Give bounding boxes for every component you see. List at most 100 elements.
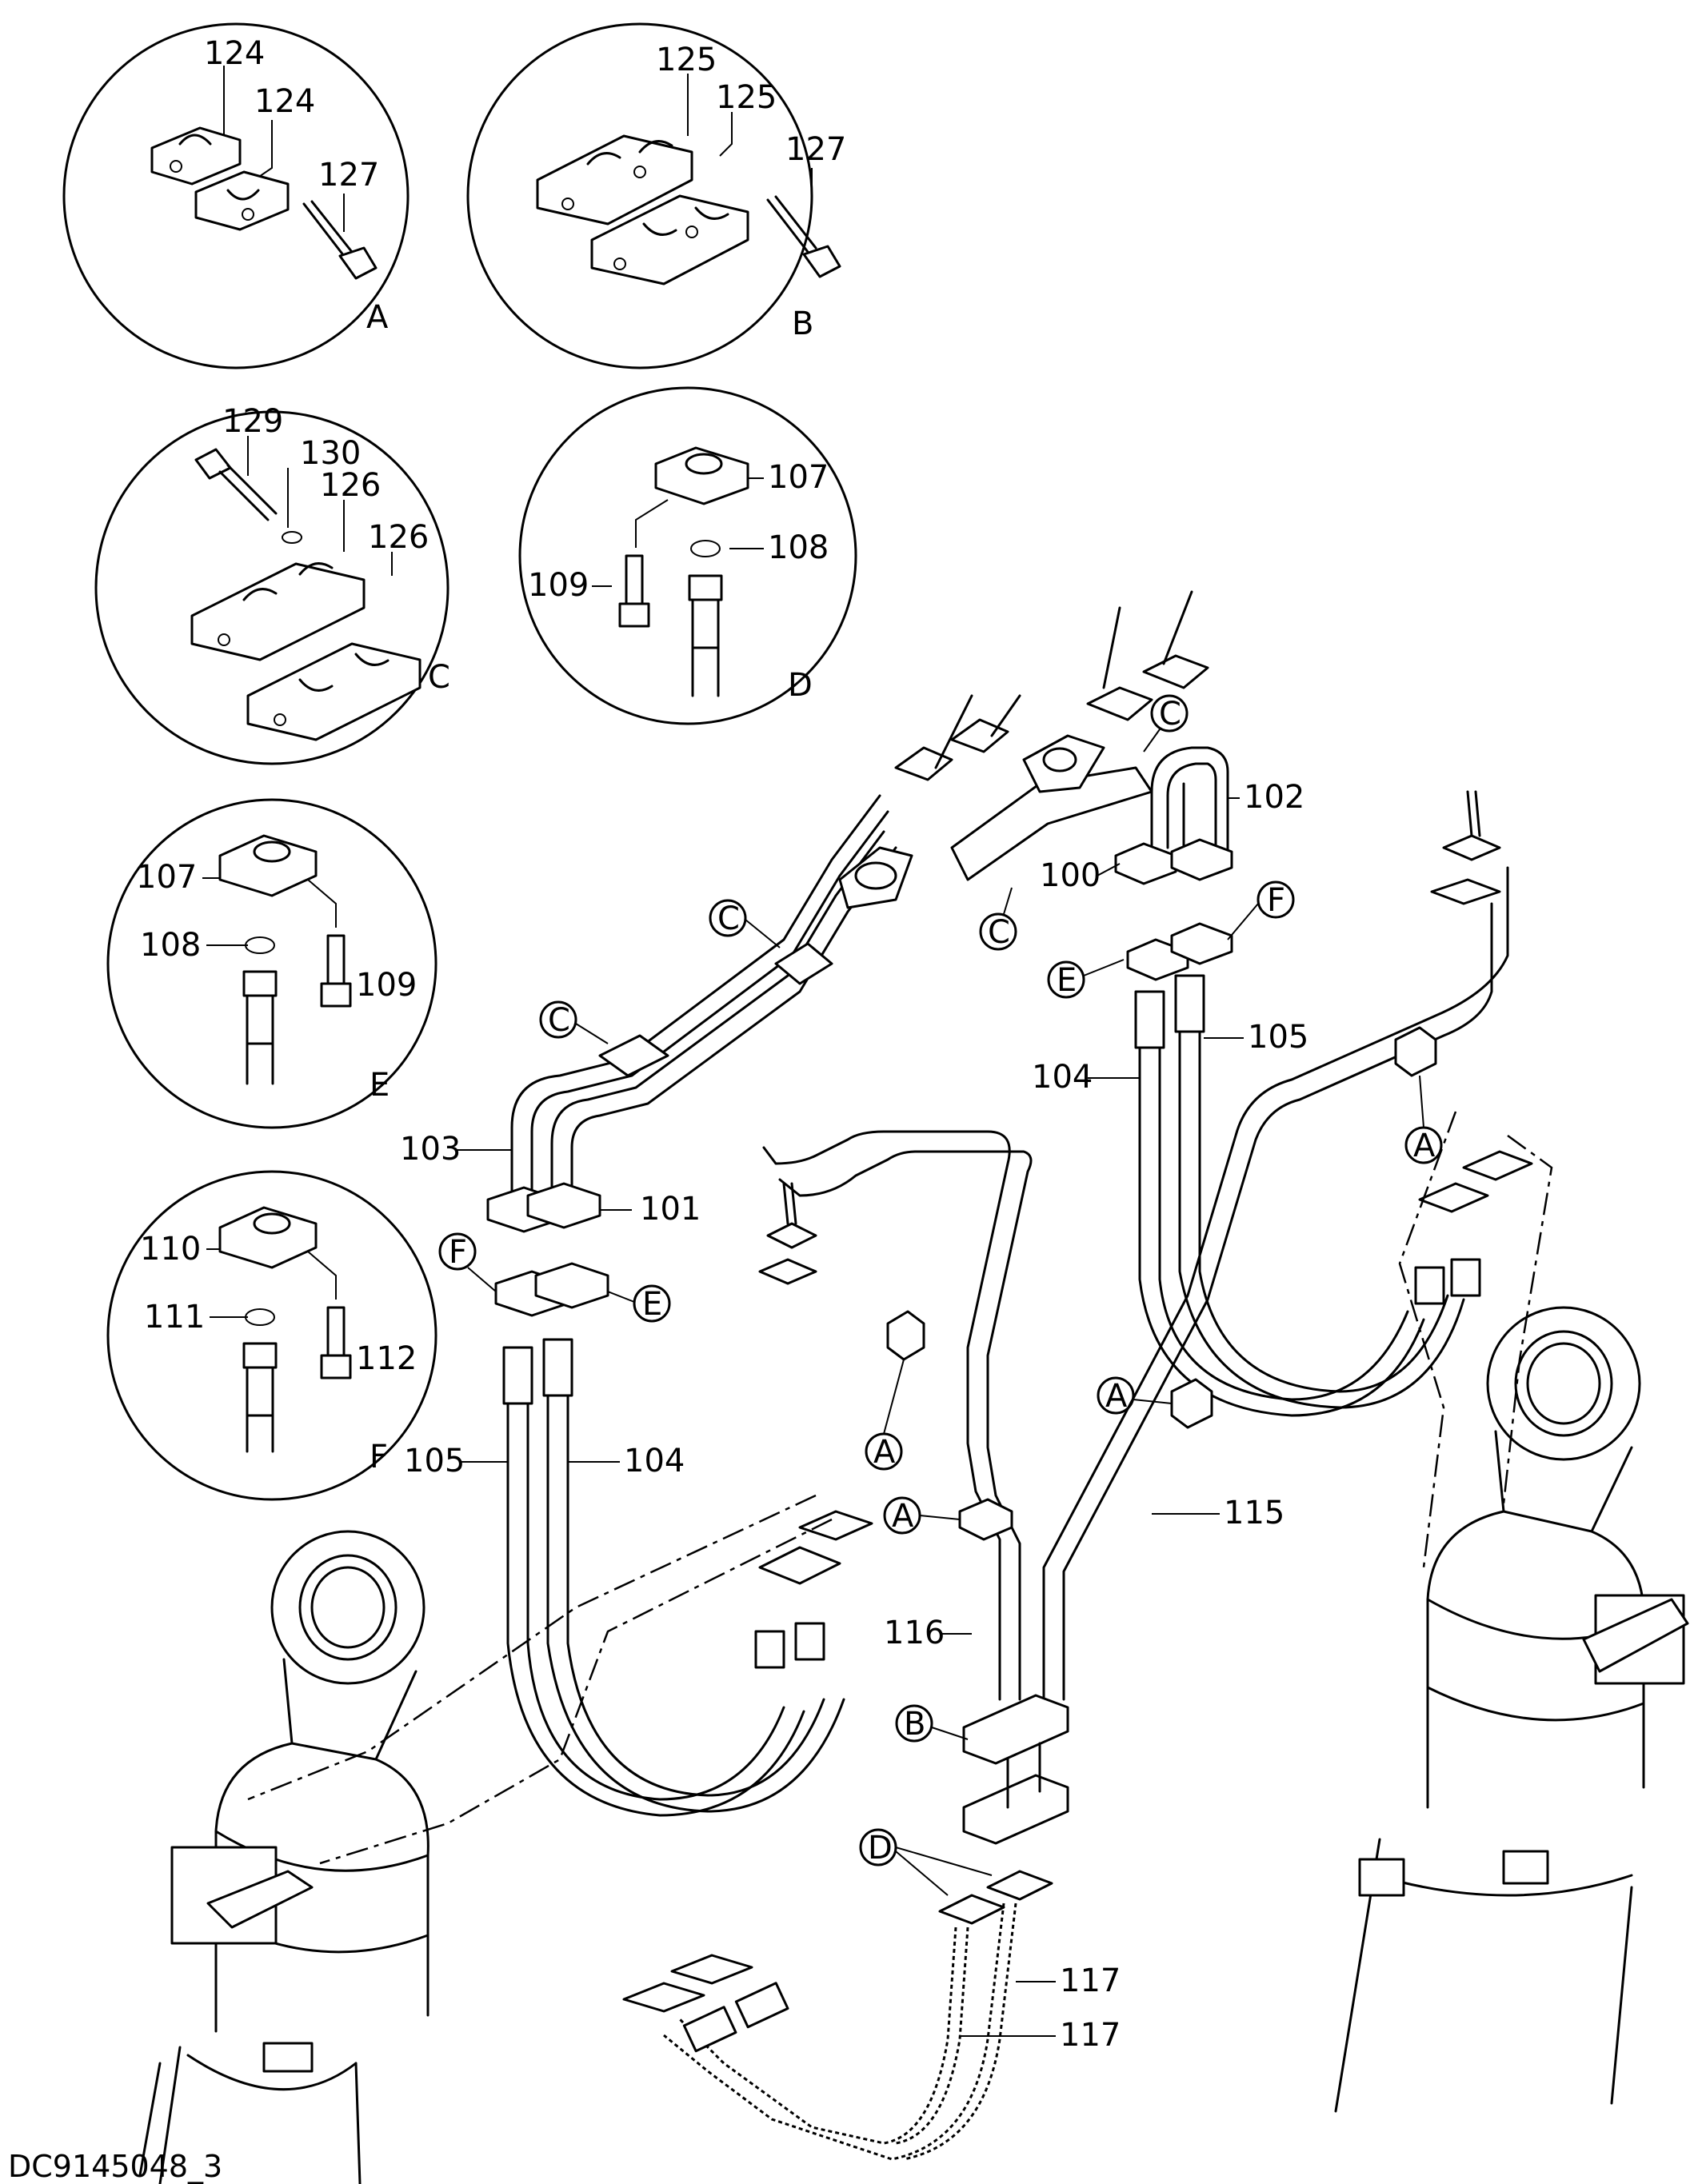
part-label-116: 116 xyxy=(884,1615,945,1651)
detail-view-b: 125 125 127 B xyxy=(466,22,846,369)
detail-letter: E xyxy=(370,1067,390,1104)
part-label-105-right: 105 xyxy=(1248,1019,1308,1056)
clamp-half-lower xyxy=(194,170,290,231)
svg-text:A: A xyxy=(1105,1378,1128,1415)
clamp-half-upper xyxy=(150,126,242,186)
bolt xyxy=(766,195,841,278)
svg-text:E: E xyxy=(642,1286,662,1323)
part-label: 127 xyxy=(318,157,379,194)
part-label: 124 xyxy=(204,35,265,72)
clamp-half-lower xyxy=(246,642,422,741)
part-label: 112 xyxy=(356,1340,417,1377)
callout-e1: E xyxy=(1047,959,1125,999)
svg-text:A: A xyxy=(1413,1128,1436,1164)
detail-letter: B xyxy=(792,305,813,342)
part-label: 108 xyxy=(768,529,829,566)
detail-letter: F xyxy=(370,1439,388,1475)
socket-bolt xyxy=(618,554,650,628)
svg-text:F: F xyxy=(449,1234,467,1271)
clamp-half-lower xyxy=(590,194,749,285)
svg-text:A: A xyxy=(892,1498,914,1535)
part-label: 111 xyxy=(144,1299,205,1336)
detail-view-c: 129 130 126 126 C xyxy=(94,403,450,765)
detail-view-a: 124 124 127 A xyxy=(62,22,410,369)
clamp-half-upper xyxy=(536,134,693,226)
part-label: 129 xyxy=(222,403,283,440)
svg-text:B: B xyxy=(904,1706,925,1743)
part-label-104-left: 104 xyxy=(624,1443,685,1479)
svg-text:C: C xyxy=(988,914,1010,951)
callout-a1: A xyxy=(1404,1075,1443,1164)
part-label-117-lower: 117 xyxy=(1060,2017,1121,2054)
right-hose-pair xyxy=(1134,974,1533,1417)
bolt xyxy=(194,448,278,521)
part-label: 110 xyxy=(140,1231,201,1268)
callout-a3: A xyxy=(865,1359,905,1471)
part-label: 107 xyxy=(136,859,197,896)
part-label: 108 xyxy=(140,927,201,964)
callout-c2: C xyxy=(979,887,1017,951)
callout-b1: B xyxy=(895,1704,969,1743)
svg-text:C: C xyxy=(717,900,740,937)
o-ring xyxy=(245,936,275,954)
tube-115 xyxy=(1042,790,1509,1701)
flange-clamp xyxy=(218,834,318,897)
clamp-half-upper xyxy=(190,562,366,661)
callout-c4: C xyxy=(539,1000,609,1044)
callout-f1: F xyxy=(1227,880,1295,940)
detail-view-e: 107 108 109 E xyxy=(106,798,437,1129)
part-label: 109 xyxy=(356,967,417,1004)
part-label: 125 xyxy=(656,42,717,78)
washer xyxy=(282,531,302,544)
part-label-102: 102 xyxy=(1244,779,1304,816)
svg-text:F: F xyxy=(1267,882,1285,919)
detail-view-d: 107 108 109 D xyxy=(518,386,857,725)
callout-e2: E xyxy=(607,1284,671,1323)
callout-c1: C xyxy=(1143,694,1189,753)
svg-text:C: C xyxy=(1159,696,1181,733)
socket-bolt xyxy=(320,1306,352,1379)
tube-116 xyxy=(758,1130,1033,1701)
fitting-stub xyxy=(242,1342,278,1453)
callout-c3: C xyxy=(709,899,781,948)
bolt xyxy=(302,200,378,280)
callout-f2: F xyxy=(438,1232,497,1292)
o-ring xyxy=(245,1308,275,1326)
part-label: 124 xyxy=(254,83,315,120)
clamp-block-b xyxy=(962,1694,1069,1845)
left-hose-pair xyxy=(502,1338,873,1817)
svg-text:D: D xyxy=(868,1830,893,1867)
upper-right-tube-pair xyxy=(950,590,1233,981)
part-label-104-right: 104 xyxy=(1032,1059,1093,1096)
part-label: 126 xyxy=(368,519,429,556)
o-ring xyxy=(690,540,721,557)
part-label-105-left: 105 xyxy=(404,1443,465,1479)
svg-text:E: E xyxy=(1057,962,1077,999)
fitting-stub xyxy=(242,970,278,1085)
part-label: 125 xyxy=(716,79,777,116)
hose-117-pair xyxy=(622,1870,1053,2161)
fitting-stub xyxy=(688,574,723,697)
routing-centerlines xyxy=(247,1111,1553,1865)
callout-d1: D xyxy=(859,1828,993,1896)
flange-clamp xyxy=(218,1206,318,1269)
part-label-103: 103 xyxy=(400,1131,461,1168)
main-part-labels: 102 100 103 101 104 105 105 104 115 116 … xyxy=(400,779,1308,2054)
part-label: 127 xyxy=(785,131,846,168)
detail-letter: A xyxy=(366,299,389,336)
part-label-115: 115 xyxy=(1224,1495,1284,1531)
detail-view-f: 110 111 112 F xyxy=(106,1170,437,1501)
drawing-code: DC9145048_3 xyxy=(8,2149,222,2184)
part-label: 130 xyxy=(300,435,361,472)
right-hydraulic-cylinder xyxy=(1334,1306,1689,2113)
callout-a4: A xyxy=(883,1496,961,1535)
part-label-100: 100 xyxy=(1040,857,1101,894)
svg-text:C: C xyxy=(548,1002,570,1039)
part-label: 126 xyxy=(320,467,381,504)
socket-bolt xyxy=(320,934,352,1008)
callout-a2: A xyxy=(1097,1376,1173,1415)
flange-clamp xyxy=(654,446,749,505)
detail-letter: C xyxy=(428,659,450,696)
part-label-101: 101 xyxy=(640,1191,701,1228)
